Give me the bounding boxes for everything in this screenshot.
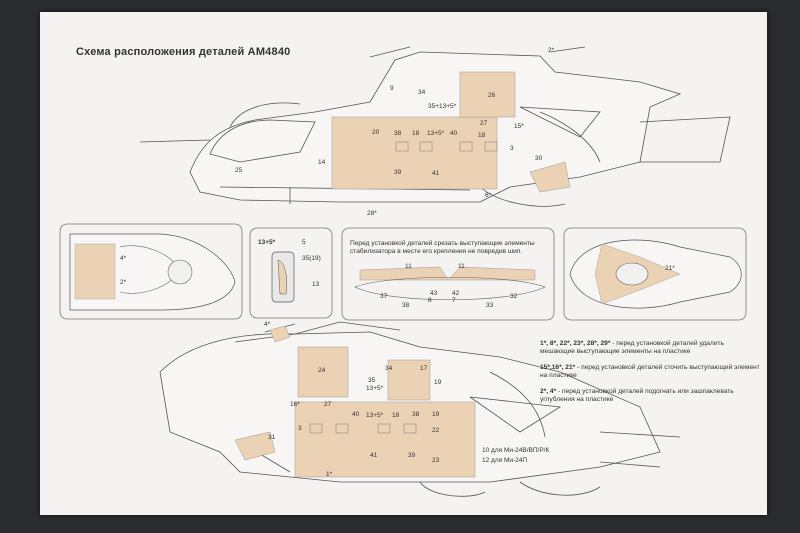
panel-small: 13+5* 5 35(19) 13: [249, 227, 333, 319]
panel-left: 4* 2*: [59, 223, 243, 320]
sheet-title: Схема расположения деталей АМ4840: [76, 46, 291, 58]
bottom-label: 38: [412, 411, 420, 418]
panel-small-label: 35(19): [302, 255, 321, 262]
variant-label-2: 12 для Ми-24П: [482, 457, 527, 464]
top-label: 6*: [485, 192, 492, 199]
top-label: 25: [235, 167, 243, 174]
panel-right-label: 21*: [665, 265, 675, 272]
panel-mid-label: 42: [452, 290, 460, 297]
bottom-heli-labels: 4* 35 34 17 24 13+5* 16* 27 19 3 40 13+5…: [264, 321, 549, 478]
top-label: 27: [480, 120, 488, 127]
top-label: 18: [478, 132, 486, 139]
bottom-label: 13+5*: [366, 385, 384, 392]
bottom-label: 13+5*: [366, 412, 384, 419]
panel-mid-label: 7: [452, 297, 456, 304]
top-label: 39: [394, 169, 402, 176]
panel-mid-label: 43: [430, 290, 438, 297]
note-item: 15*,16*, 21* - перед установкой деталей …: [540, 364, 760, 380]
note-item: 2*, 4* - перед установкой деталей подогн…: [540, 388, 760, 404]
bottom-label: 17: [420, 365, 428, 372]
drawing-canvas: 2* 9 34 26 35+13+5* 20 38 18 13+5* 40 18…: [59, 46, 747, 497]
instruction-sheet: Схема расположения деталей АМ4840: [40, 12, 767, 515]
bottom-label: 41: [370, 452, 378, 459]
bottom-label: 39: [408, 452, 416, 459]
panel-mid-label: 11: [458, 263, 465, 270]
bottom-label: 35: [368, 377, 376, 384]
bottom-label: 19: [434, 379, 442, 386]
bottom-label: 34: [385, 365, 393, 372]
bottom-label: 22: [432, 427, 440, 434]
note-marks: 15*,16*, 21*: [540, 364, 576, 371]
top-label: 30: [535, 155, 543, 162]
top-windows: [395, 141, 498, 152]
bottom-label: 27: [324, 401, 332, 408]
panel-small-label: 5: [302, 239, 306, 246]
panel-mid-label: 32: [510, 293, 518, 300]
top-label: 40: [450, 130, 458, 137]
top-label: 3: [510, 145, 514, 152]
top-label: 28*: [367, 210, 377, 217]
top-label: 13+5*: [427, 130, 445, 137]
panel-left-label: 4*: [120, 255, 127, 262]
bottom-label: 1*: [326, 471, 333, 478]
bottom-parts: [234, 325, 476, 478]
bottom-label: 24: [318, 367, 326, 374]
panel-mid-label: 11: [405, 263, 412, 270]
note-text: - перед установкой деталей сточить высту…: [540, 364, 760, 379]
note-marks: 1*, 8*, 22*, 23*, 28*, 29*: [540, 340, 611, 347]
bottom-windows: [309, 423, 417, 434]
panel-small-label: 13+5*: [258, 239, 276, 246]
note-item: 1*, 8*, 22*, 23*, 28*, 29* - перед устан…: [540, 340, 760, 356]
note-marks: 2*, 4*: [540, 388, 557, 395]
bottom-label: 16*: [290, 401, 300, 408]
top-label: 2*: [548, 47, 555, 54]
top-label: 14: [318, 159, 326, 166]
bottom-label: 19: [432, 411, 440, 418]
panel-small-label: 13: [312, 281, 320, 288]
top-heli-labels: 2* 9 34 26 35+13+5* 20 38 18 13+5* 40 18…: [235, 47, 555, 217]
top-label: 26: [488, 92, 496, 99]
top-label: 18: [412, 130, 420, 137]
top-label: 41: [432, 170, 440, 177]
bottom-label: 40: [352, 411, 360, 418]
top-label: 20: [372, 129, 380, 136]
panel-right: 21*: [563, 227, 747, 321]
top-label: 38: [394, 130, 402, 137]
note-text: - перед установкой деталей подогнать или…: [540, 388, 734, 403]
bottom-label: 3: [298, 425, 302, 432]
bottom-label: 4*: [264, 321, 271, 328]
panel-mid: 11 37 43 38 8 11 42 7 33 32: [341, 227, 555, 321]
top-label: 35+13+5*: [428, 103, 457, 110]
panel-mid-instruction-text: Перед установкой деталей срезать выступа…: [350, 240, 535, 255]
panel-mid-label: 33: [486, 302, 494, 309]
top-label: 34: [418, 89, 426, 96]
top-parts: [331, 71, 571, 193]
top-label: 9: [390, 85, 394, 92]
panel-left-label: 2*: [120, 279, 127, 286]
variant-label-1: 10 для Ми-24В/ВП/Р/К: [482, 447, 549, 454]
notes-block: 1*, 8*, 22*, 23*, 28*, 29* - перед устан…: [540, 340, 760, 404]
panel-mid-label: 8: [428, 297, 432, 304]
panel-mid-label: 37: [380, 293, 388, 300]
bottom-label: 18: [392, 412, 400, 419]
note-text: - перед установкой деталей удалить мешаю…: [540, 340, 724, 355]
top-label: 15*: [514, 123, 524, 130]
bottom-label: 31: [268, 434, 276, 441]
panel-mid-label: 38: [402, 302, 410, 309]
panel-mid-instruction: Перед установкой деталей срезать выступа…: [350, 240, 546, 256]
bottom-label: 23: [432, 457, 440, 464]
